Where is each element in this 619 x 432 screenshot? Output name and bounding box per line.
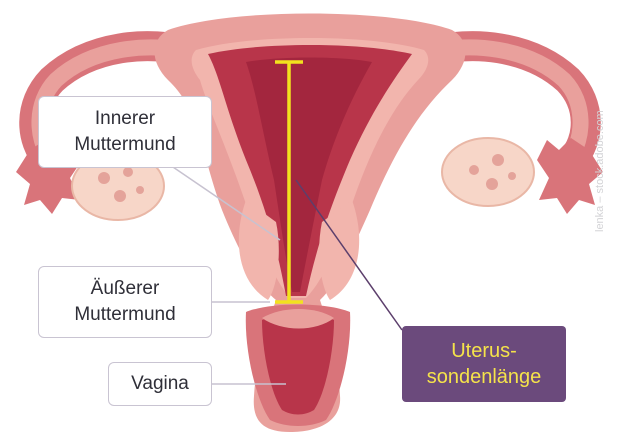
label-innerer-line1: Innerer <box>39 106 211 132</box>
label-innerer-muttermund: Innerer Muttermund <box>38 96 212 168</box>
image-credit: lenka – stock.adobe.com <box>594 110 606 232</box>
callout-line2: sondenlänge <box>402 364 566 390</box>
label-vagina: Vagina <box>108 362 212 406</box>
callout-line1: Uterus- <box>402 338 566 364</box>
callout-uterussondenlaenge: Uterus- sondenlänge <box>402 326 566 402</box>
label-innerer-line2: Muttermund <box>39 132 211 158</box>
label-vagina-text: Vagina <box>109 371 211 397</box>
label-aeusserer-line1: Äußerer <box>39 276 211 302</box>
label-aeusserer-line2: Muttermund <box>39 302 211 328</box>
label-aeusserer-muttermund: Äußerer Muttermund <box>38 266 212 338</box>
right-ovary <box>442 138 534 206</box>
